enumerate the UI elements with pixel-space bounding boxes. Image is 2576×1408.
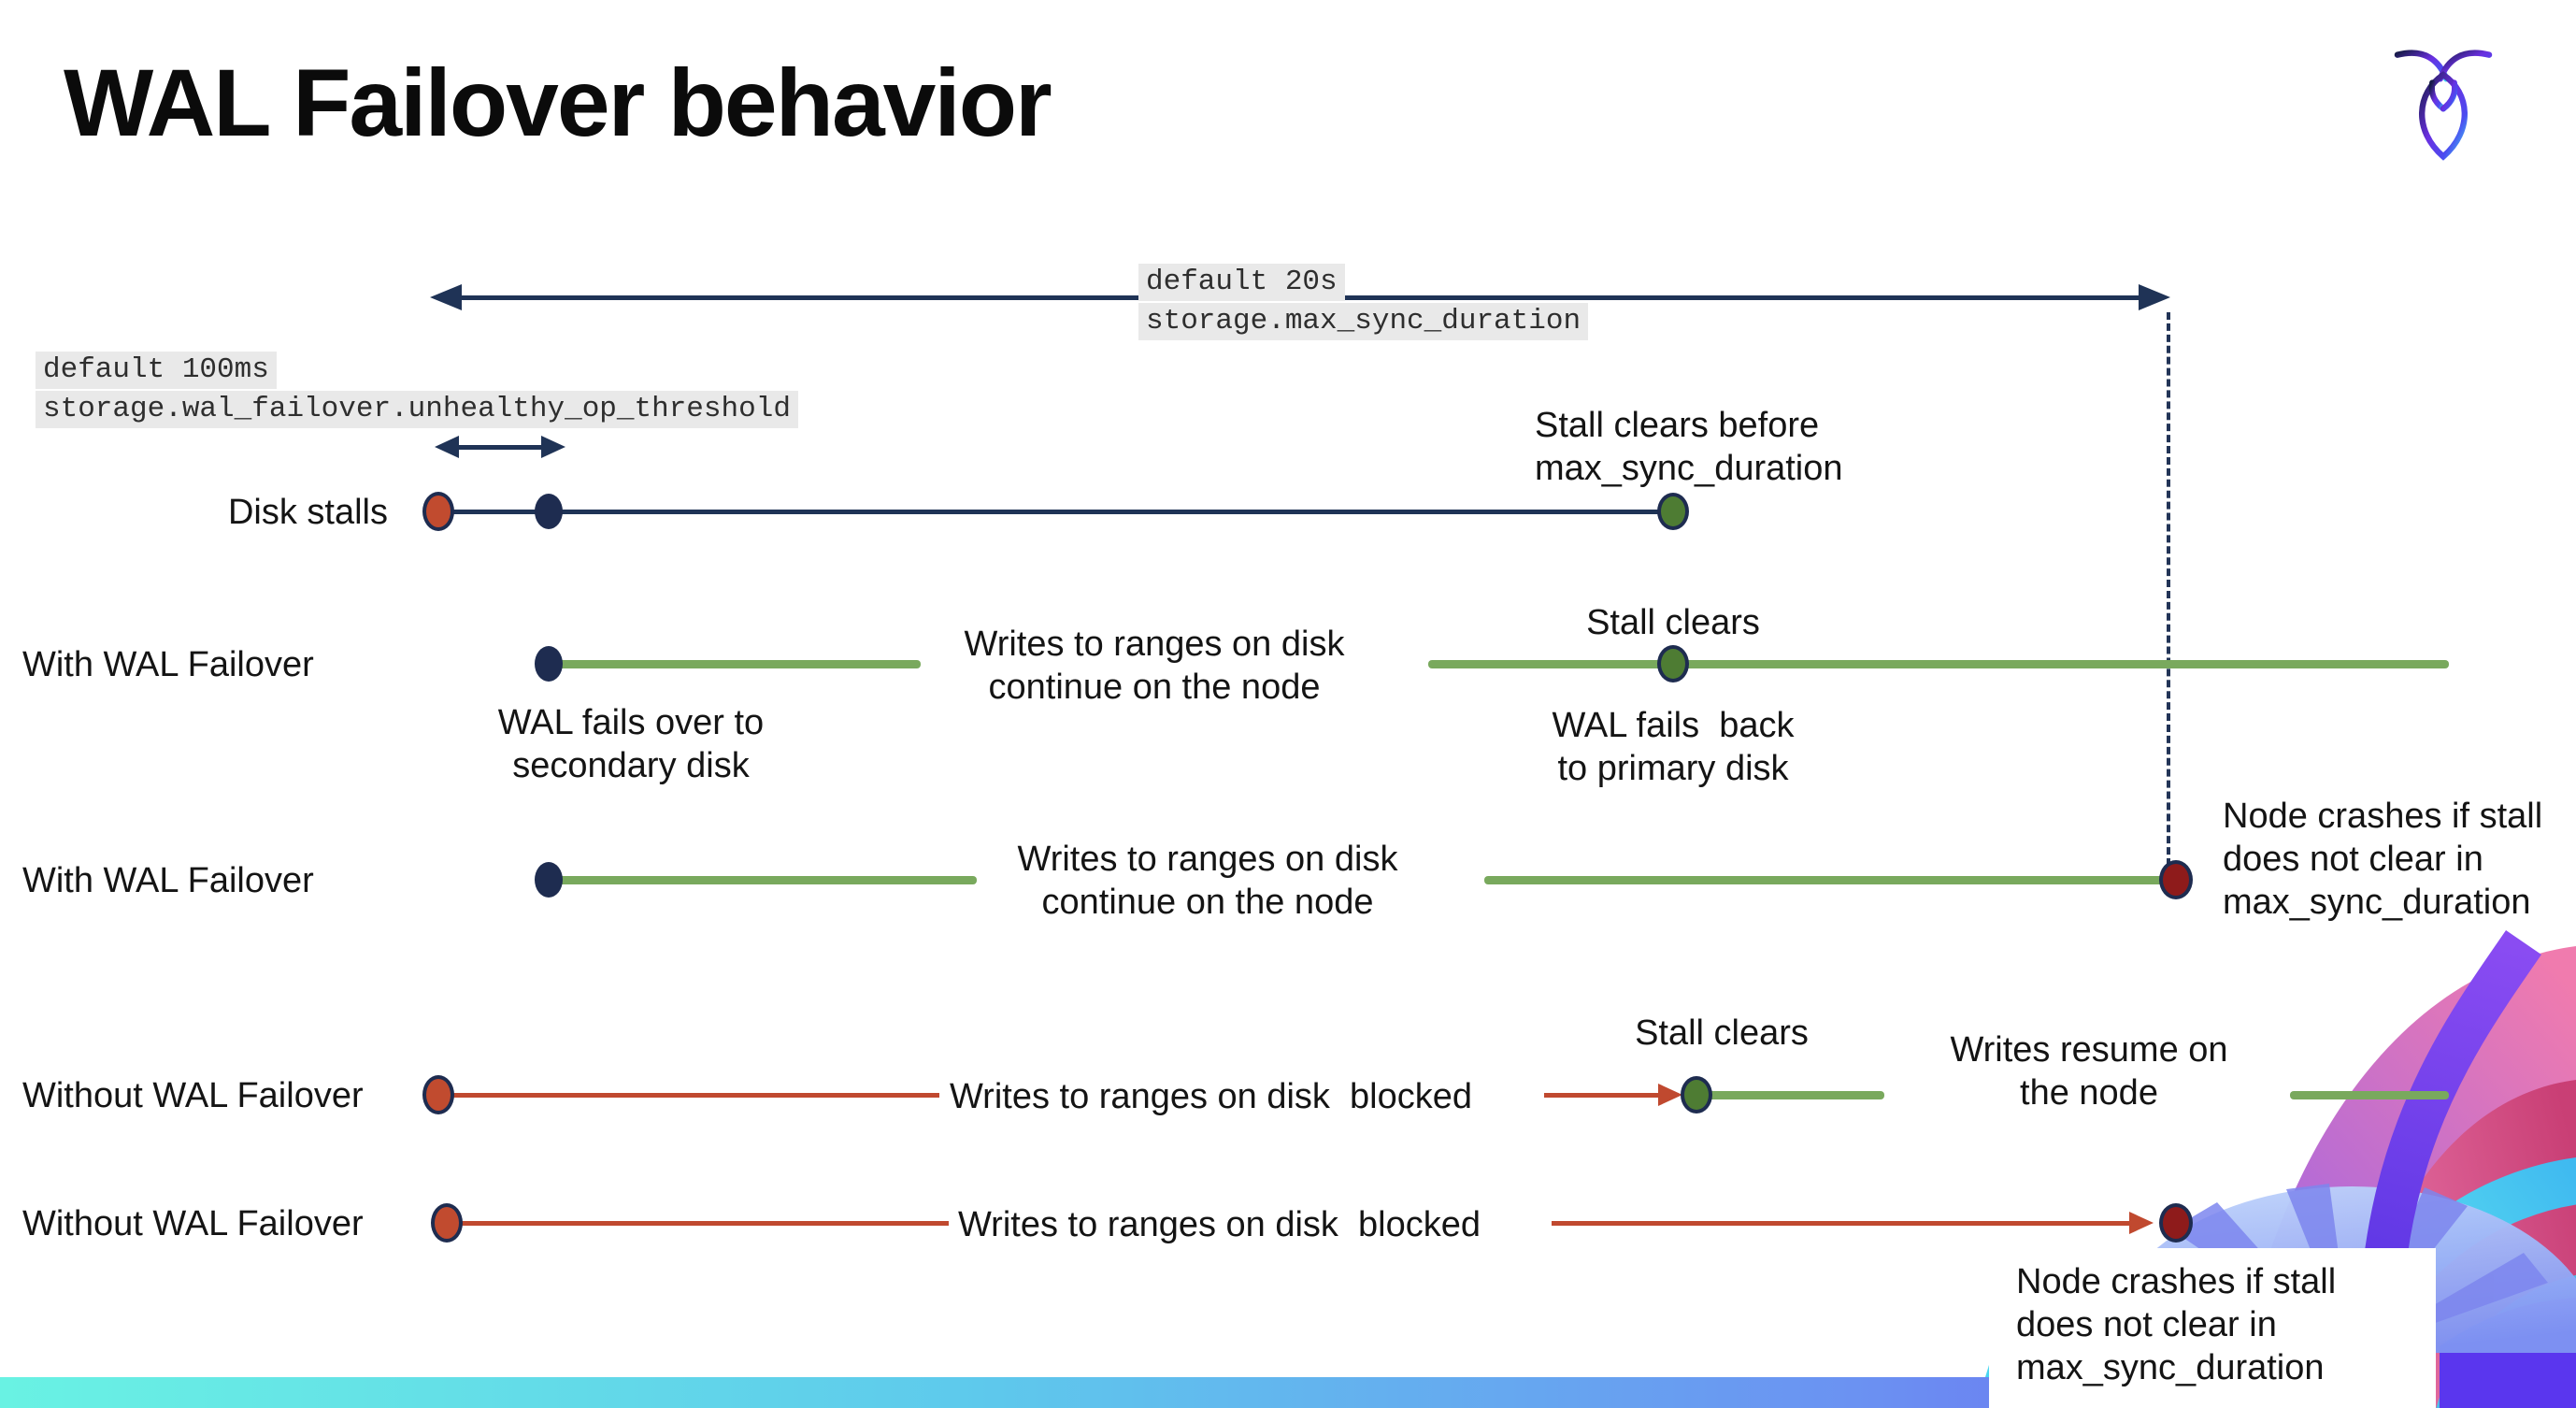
row4-blocked-note: Writes to ranges on disk blocked: [950, 1077, 1473, 1116]
row-label-with-wal-failover-1: With WAL Failover: [22, 645, 314, 684]
row3-writes-note: Writes to ranges on disk continue on the…: [1017, 840, 1398, 922]
row-label-without-wal-failover-2: Without WAL Failover: [22, 1204, 364, 1243]
row4-green-line-right: [2290, 1091, 2449, 1099]
threshold-arrowhead-right-icon: [541, 436, 565, 458]
row1-timeline: [438, 510, 1673, 514]
row3-failover-dot: [535, 862, 563, 898]
row4-stall-clear-note: Stall clears: [1635, 1013, 1809, 1053]
row1-stall-clear-note: Stall clears before max_sync_duration: [1535, 406, 1843, 488]
row2-failback-note: WAL fails back to primary disk: [1552, 706, 1795, 788]
max-sync-setting-tag: storage.max_sync_duration: [1138, 303, 1589, 340]
threshold-setting-tag: storage.wal_failover.unhealthy_op_thresh…: [36, 391, 798, 428]
row4-stall-start-dot: [422, 1075, 454, 1114]
row3-green-line-b: [1484, 876, 2176, 884]
threshold-default-tag: default 100ms: [36, 352, 277, 389]
row2-green-line-b: [1428, 660, 2449, 668]
row4-green-line: [1708, 1091, 1884, 1099]
max-sync-duration-callout: default 20s storage.max_sync_duration: [1138, 264, 1589, 340]
row4-resume-note: Writes resume on the node: [1950, 1030, 2228, 1113]
row-label-with-wal-failover-2: With WAL Failover: [22, 861, 314, 900]
cockroachdb-logo-icon: [2391, 45, 2496, 169]
row3-green-line-a: [549, 876, 977, 884]
row5-stall-start-dot: [431, 1203, 463, 1243]
row5-crash-dot: [2159, 1203, 2193, 1243]
unhealthy-op-threshold-callout: default 100ms storage.wal_failover.unhea…: [36, 352, 798, 428]
max-sync-deadline-dashed-line: [2167, 312, 2170, 866]
row-label-disk-stalls: Disk stalls: [227, 493, 388, 532]
max-sync-default-tag: default 20s: [1138, 264, 1345, 301]
row5-red-arrow-line: [1552, 1221, 2139, 1226]
arrowhead-left-icon: [430, 284, 462, 310]
crash-note-card: [1989, 1248, 2436, 1408]
row1-stall-start-dot: [422, 492, 454, 531]
row2-stall-clear-note: Stall clears: [1586, 603, 1760, 642]
row2-green-line-a: [549, 660, 921, 668]
row-label-without-wal-failover-1: Without WAL Failover: [22, 1076, 364, 1115]
row4-red-line-a: [438, 1093, 939, 1098]
row2-writes-note: Writes to ranges on disk continue on the…: [964, 625, 1345, 707]
page-title: WAL Failover behavior: [64, 50, 1052, 156]
threshold-arrowhead-left-icon: [435, 436, 459, 458]
row5-red-arrowhead-icon: [2129, 1212, 2154, 1234]
row2-failover-dot: [535, 646, 563, 682]
row3-crash-note: Node crashes if stall does not clear in …: [2223, 797, 2543, 922]
threshold-arrow-line: [451, 445, 550, 450]
row2-stall-clear-dot: [1657, 645, 1689, 682]
row3-crash-dot: [2159, 860, 2193, 899]
row1-threshold-dot: [535, 494, 563, 529]
row2-failover-note: WAL fails over to secondary disk: [497, 703, 765, 785]
row4-red-arrowhead-icon: [1658, 1084, 1682, 1106]
row4-red-arrow-line: [1544, 1093, 1669, 1098]
row5-crash-note: Node crashes if stall does not clear in …: [2016, 1262, 2337, 1387]
arrowhead-right-icon: [2139, 284, 2170, 310]
row5-red-line-a: [447, 1221, 949, 1226]
row1-stall-clear-dot: [1657, 493, 1689, 530]
row5-blocked-note: Writes to ranges on disk blocked: [958, 1205, 1481, 1244]
row4-stall-clear-dot: [1681, 1076, 1712, 1113]
